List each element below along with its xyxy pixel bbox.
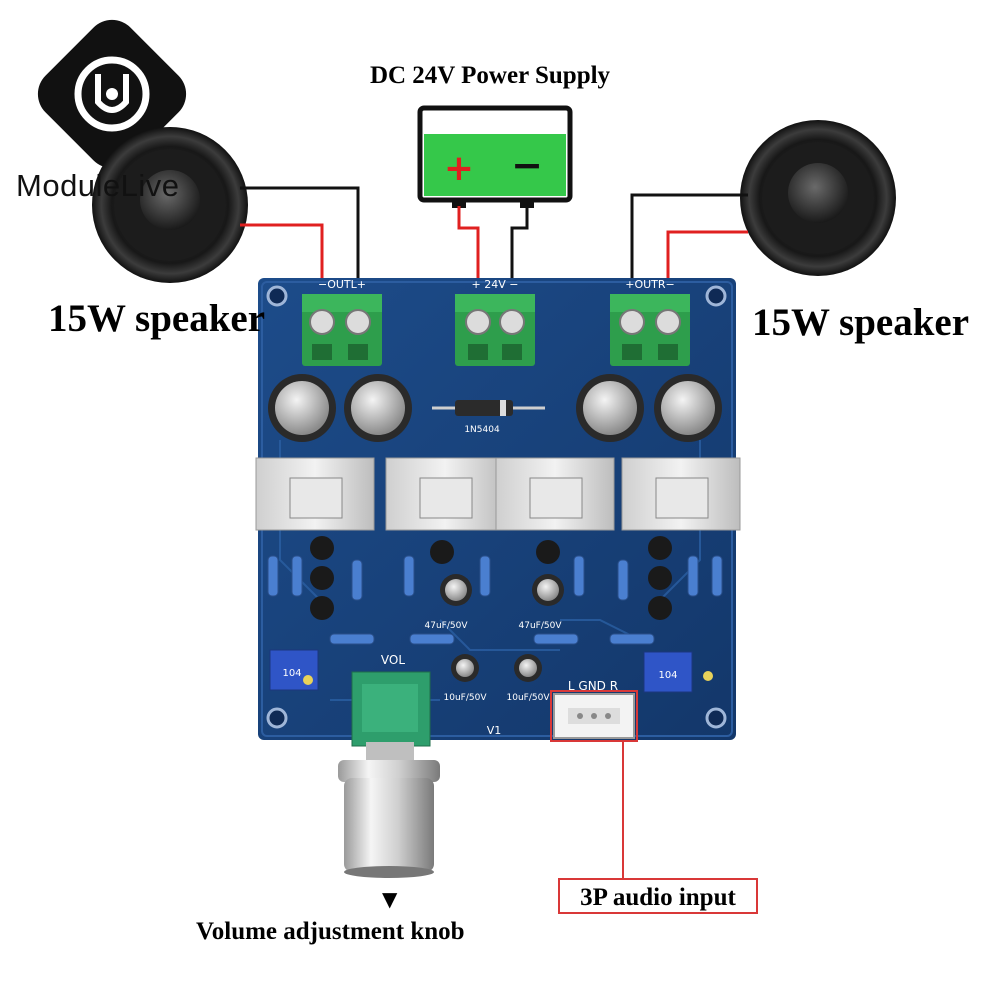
volume-knob-label: Volume adjustment knob <box>196 918 465 945</box>
volume-potentiometer <box>351 671 431 760</box>
volume-knob[interactable] <box>338 760 440 878</box>
silk-cap-47-left: 47uF/50V <box>425 621 469 631</box>
heatsinks <box>255 457 741 531</box>
battery-plus-sign: + <box>444 148 474 189</box>
silk-cap-10-left: 10uF/50V <box>444 693 488 703</box>
left-speaker <box>92 127 248 283</box>
silk-cap-47-right: 47uF/50V <box>519 621 563 631</box>
silk-cap-10-right: 10uF/50V <box>507 693 551 703</box>
right-speaker <box>740 120 896 276</box>
diode <box>432 400 545 416</box>
small-components <box>267 536 723 645</box>
right-speaker-label: 15W speaker <box>752 301 970 344</box>
trimmer-pots <box>269 649 713 693</box>
silk-vol: VOL <box>381 653 405 667</box>
silk-out-left: −OUTL+ <box>318 278 366 291</box>
audio-input-label: 3P audio input <box>558 878 758 914</box>
small-capacitors <box>440 574 564 682</box>
silk-v1: V1 <box>487 724 502 737</box>
big-capacitors <box>268 374 722 442</box>
silk-input-pins: L GND R <box>568 679 618 693</box>
battery-icon <box>417 105 573 208</box>
silk-out-right: +OUTR− <box>625 278 675 291</box>
terminal-out-right <box>610 294 690 366</box>
silk-trim-right: 104 <box>658 670 677 681</box>
battery-minus-sign: − <box>511 143 543 187</box>
silk-diode: 1N5404 <box>464 425 500 435</box>
audio-input-connector <box>550 690 638 742</box>
terminal-out-left <box>302 294 382 366</box>
terminal-power <box>455 294 535 366</box>
down-arrow-icon: ▼ <box>382 887 398 911</box>
silk-24v: + 24V − <box>472 278 519 291</box>
left-speaker-label: 15W speaker <box>48 297 266 340</box>
brand-name: ModuleLive <box>16 168 180 203</box>
silk-trim-left: 104 <box>282 668 301 679</box>
power-title: DC 24V Power Supply <box>369 62 611 89</box>
